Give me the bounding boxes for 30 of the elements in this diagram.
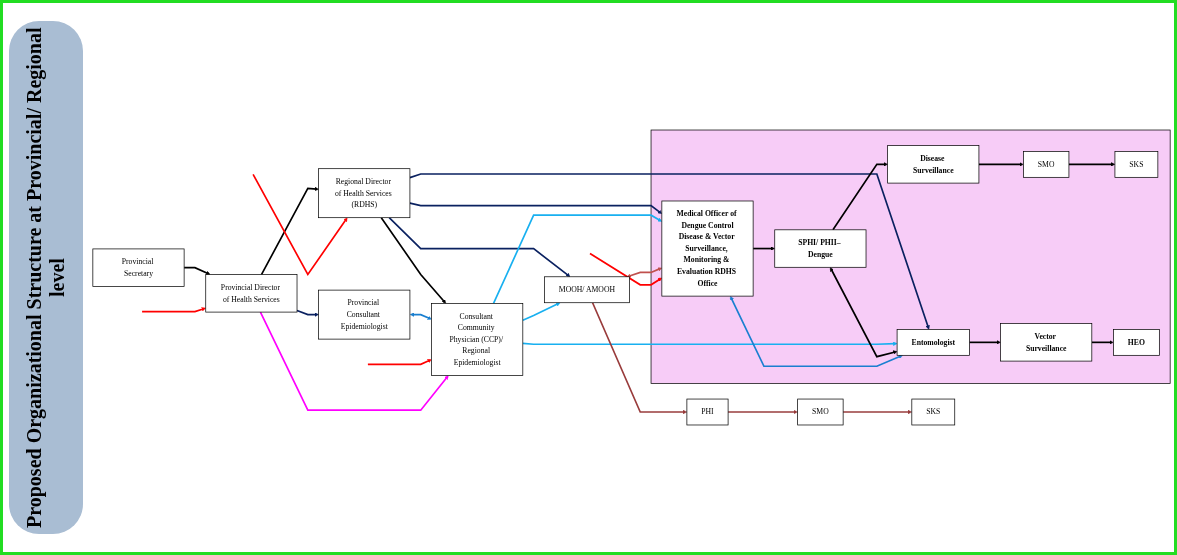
arrow — [367, 359, 432, 366]
arrow — [296, 309, 319, 317]
arrow — [968, 340, 1001, 345]
arrow — [141, 307, 206, 313]
arrow — [409, 173, 930, 330]
arrow — [388, 216, 571, 277]
arrow — [521, 341, 898, 346]
cluster — [650, 129, 1171, 384]
arrow — [626, 267, 663, 278]
arrow — [259, 311, 449, 412]
arrow — [832, 162, 888, 231]
arrow — [1091, 340, 1114, 345]
arrow — [830, 267, 898, 358]
arrow — [252, 173, 348, 277]
arrow — [591, 301, 688, 415]
arrow — [183, 266, 211, 275]
arrow — [752, 246, 775, 251]
arrow — [978, 162, 1024, 167]
arrow — [589, 252, 663, 286]
arrow — [380, 216, 447, 304]
arrow — [521, 302, 561, 321]
arrow — [492, 214, 663, 305]
title-band: Proposed Organizational Structure at Provincial/ Regional level — [9, 21, 83, 534]
arrow — [1068, 162, 1116, 167]
arrow — [727, 409, 798, 415]
arrow — [730, 296, 903, 368]
arrow — [409, 202, 663, 214]
arrow — [842, 409, 912, 415]
arrow — [260, 186, 319, 276]
arrow — [409, 312, 432, 320]
